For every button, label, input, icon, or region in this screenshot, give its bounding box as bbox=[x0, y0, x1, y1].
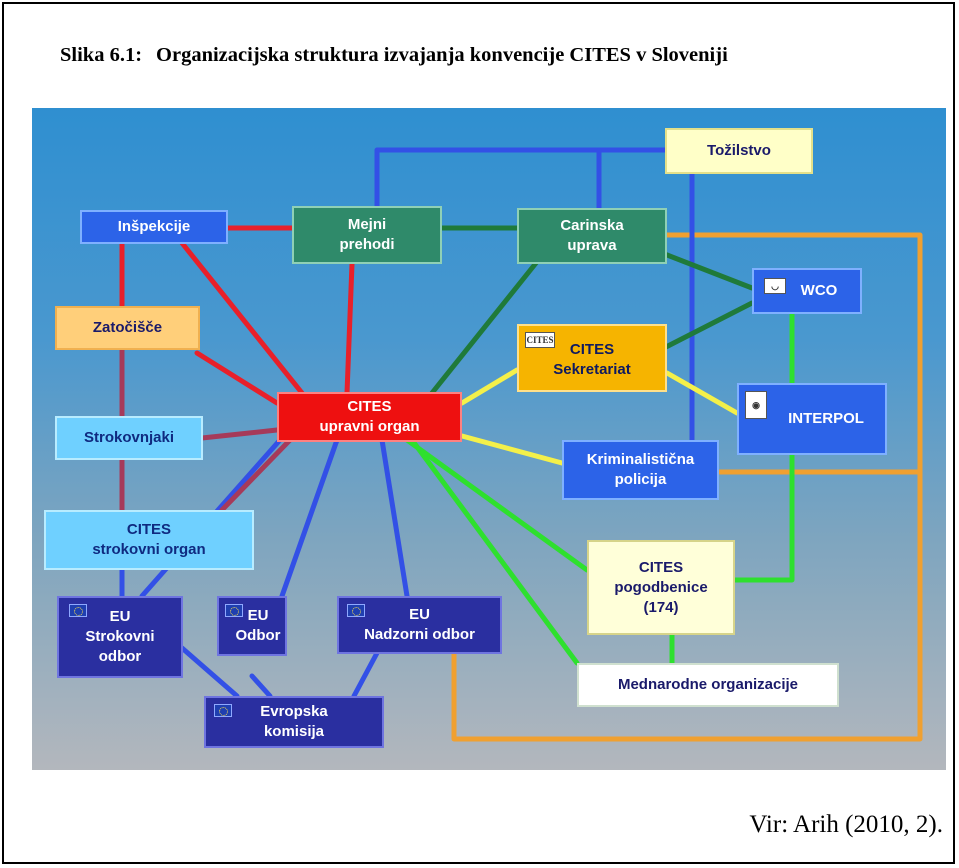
node-evropska-komisija: Evropska komisija bbox=[204, 696, 384, 748]
link-zatocisce-upravni bbox=[194, 350, 280, 406]
label-mednarodne-organizacije: Mednarodne organizacije bbox=[617, 676, 799, 693]
label-carinska-uprava: Carinska uprava bbox=[560, 217, 624, 254]
node-cites-pogodbenice: CITES pogodbenice (174) bbox=[587, 540, 735, 635]
node-mejni-prehodi: Mejni prehodi bbox=[292, 206, 442, 264]
link-inspekcije-upravni bbox=[179, 240, 305, 396]
label-eu-odbor: EU Odbor bbox=[235, 607, 281, 644]
figure-caption: Slika 6.1: Organizacijska struktura izvaj… bbox=[60, 44, 940, 67]
eu-flag-icon bbox=[69, 604, 87, 617]
node-cites-strokovni-organ: CITES strokovni organ bbox=[44, 510, 254, 570]
link-eu-odbor-komisija bbox=[249, 673, 273, 699]
link-upravni-eu-nadzorni bbox=[379, 437, 410, 599]
wco-logo-icon: ◡ bbox=[764, 278, 786, 294]
cites-logo-icon: CITES bbox=[525, 332, 555, 348]
label-mejni-prehodi: Mejni prehodi bbox=[339, 216, 395, 253]
eu-flag-icon bbox=[225, 604, 243, 617]
node-kriminalisticna-policija: Kriminalistična policija bbox=[562, 440, 719, 500]
link-strokovnjaki-upravni bbox=[199, 427, 280, 441]
node-cites-sekretariat: CITES CITES Sekretariat bbox=[517, 324, 667, 392]
link-carinska-orange bbox=[451, 232, 923, 742]
label-strokovnjaki: Strokovnjaki bbox=[83, 429, 175, 446]
link-upravni-sekretariat bbox=[459, 367, 520, 406]
link-mejni-tozilstvo bbox=[374, 147, 668, 209]
label-wco: WCO bbox=[800, 282, 838, 299]
link-sekretariat-interpol bbox=[664, 370, 740, 416]
node-wco: ◡ WCO bbox=[752, 268, 862, 314]
node-cites-upravni-organ: CITES upravni organ bbox=[277, 392, 462, 442]
label-cites-pogodbenice: CITES pogodbenice (174) bbox=[614, 558, 708, 616]
connector-lines bbox=[119, 147, 923, 742]
link-carinska-upravni bbox=[429, 255, 543, 396]
link-mejni-upravni bbox=[344, 261, 355, 396]
node-eu-nadzorni-odbor: EU Nadzorni odbor bbox=[337, 596, 502, 654]
node-interpol: ◉ INTERPOL bbox=[737, 383, 887, 455]
label-cites-strokovni-organ: CITES strokovni organ bbox=[92, 521, 206, 558]
node-carinska-uprava: Carinska uprava bbox=[517, 208, 667, 264]
node-eu-strokovni-odbor: EU Strokovni odbor bbox=[57, 596, 183, 678]
node-eu-odbor: EU Odbor bbox=[217, 596, 287, 656]
interpol-logo-icon: ◉ bbox=[745, 391, 767, 419]
node-inspekcije: Inšpekcije bbox=[80, 210, 228, 244]
node-mednarodne-organizacije: Mednarodne organizacije bbox=[577, 663, 839, 707]
link-upravni-mednarodne bbox=[409, 437, 580, 666]
link-upravni-eu-odbor bbox=[279, 437, 340, 599]
label-cites-upravni-organ: CITES upravni organ bbox=[319, 398, 420, 435]
org-chart: Tožilstvo Inšpekcije Mejni prehodi Carin… bbox=[32, 108, 946, 770]
caption-number: Slika 6.1: bbox=[60, 44, 143, 66]
link-upravni-pogodbenice bbox=[404, 437, 590, 573]
link-upravni-kriminalisticna bbox=[459, 433, 565, 466]
label-inspekcije: Inšpekcije bbox=[117, 218, 191, 235]
link-interpol-pogodbenice bbox=[729, 450, 795, 583]
label-tozilstvo: Tožilstvo bbox=[707, 142, 771, 159]
eu-flag-icon bbox=[214, 704, 232, 717]
link-strokovni-upravni bbox=[219, 437, 293, 513]
label-interpol: INTERPOL bbox=[788, 410, 864, 427]
label-eu-nadzorni-odbor: EU Nadzorni odbor bbox=[364, 606, 475, 643]
label-evropska-komisija: Evropska komisija bbox=[260, 703, 328, 740]
eu-flag-icon bbox=[347, 604, 365, 617]
source-citation: Vir: Arih (2010, 2). bbox=[749, 811, 943, 838]
node-tozilstvo: Tožilstvo bbox=[665, 128, 813, 174]
link-eu-nadzorni-komisija bbox=[351, 650, 380, 699]
label-zatocisce: Zatočišče bbox=[92, 319, 163, 336]
caption-title: Organizacijska struktura izvajanja konve… bbox=[156, 44, 728, 66]
label-kriminalisticna-policija: Kriminalistična policija bbox=[586, 451, 695, 488]
link-sekretariat-wco bbox=[661, 300, 755, 351]
node-zatocisce: Zatočišče bbox=[55, 306, 200, 350]
node-strokovnjaki: Strokovnjaki bbox=[55, 416, 203, 460]
link-eu-strokovni-komisija bbox=[179, 645, 240, 699]
label-cites-sekretariat: CITES Sekretariat bbox=[553, 341, 631, 378]
label-eu-strokovni-odbor: EU Strokovni odbor bbox=[85, 608, 155, 665]
link-carinska-wco bbox=[659, 250, 755, 291]
